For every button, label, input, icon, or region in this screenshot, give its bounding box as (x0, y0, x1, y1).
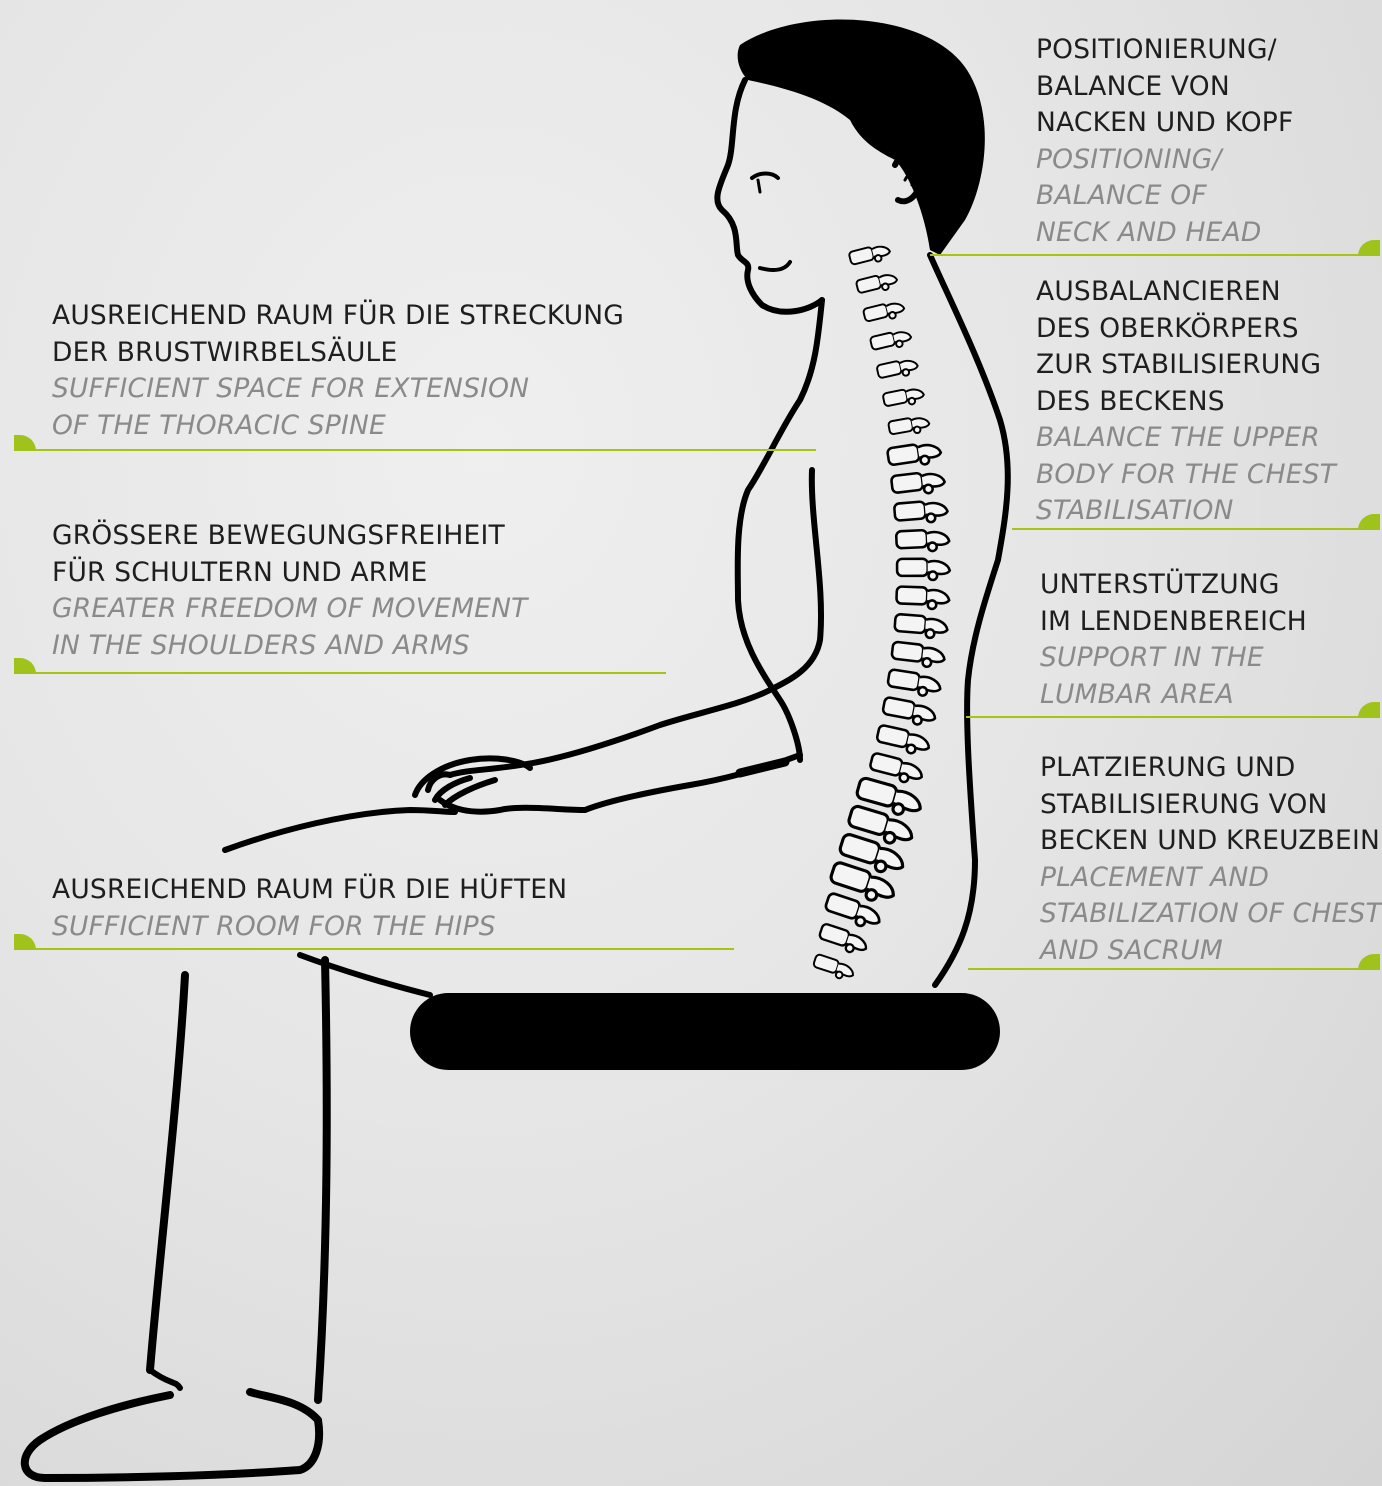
vertebra (883, 386, 926, 410)
callout-de-line: DER BRUSTWIRBELSÄULE (52, 335, 624, 372)
callout-de-line: AUSREICHEND RAUM FÜR DIE STRECKUNG (52, 298, 624, 335)
callout-de-line: DES OBERKÖRPERS (1036, 311, 1336, 348)
leader-line-lumbar (966, 716, 1370, 718)
callout-upper-body: AUSBALANCIEREN DES OBERKÖRPERS ZUR STABI… (1036, 274, 1336, 530)
callout-hips: AUSREICHEND RAUM FÜR DIE HÜFTEN SUFFICIE… (52, 872, 567, 945)
callout-de-line: BALANCE VON (1036, 69, 1293, 106)
callout-en-line: OF THE THORACIC SPINE (52, 408, 624, 445)
leader-line-shoulders (24, 672, 666, 674)
callout-en-line: AND SACRUM (1040, 933, 1382, 970)
callout-en-line: PLACEMENT AND (1040, 860, 1382, 897)
callout-en-line: GREATER FREEDOM OF MOVEMENT (52, 591, 528, 628)
callout-en-line: SUPPORT IN THE (1040, 640, 1307, 677)
callout-de-line: POSITIONIERUNG/ (1036, 32, 1293, 69)
leader-line-thoracic (24, 449, 816, 451)
callout-en-line: BODY FOR THE CHEST (1036, 457, 1336, 494)
callout-thoracic: AUSREICHEND RAUM FÜR DIE STRECKUNG DER B… (52, 298, 624, 444)
vertebra (876, 357, 919, 382)
leader-line-pelvis-sacrum (968, 968, 1370, 970)
callout-en-line: IN THE SHOULDERS AND ARMS (52, 628, 528, 665)
callout-de-line: AUSBALANCIEREN (1036, 274, 1336, 311)
callout-en-line: POSITIONING/ (1036, 142, 1293, 179)
callout-de-line: STABILISIERUNG VON (1040, 787, 1382, 824)
callout-lumbar: UNTERSTÜTZUNG IM LENDENBEREICH SUPPORT I… (1040, 567, 1307, 713)
vertebra (888, 415, 931, 438)
callout-en-line: BALANCE THE UPPER (1036, 420, 1336, 457)
vertebra (894, 500, 948, 525)
vertebra (891, 641, 946, 668)
callout-de-line: AUSREICHEND RAUM FÜR DIE HÜFTEN (52, 872, 567, 909)
vertebra (887, 669, 942, 698)
callout-en-line: LUMBAR AREA (1040, 677, 1307, 714)
leader-line-hips (24, 948, 734, 950)
callout-en-line: NECK AND HEAD (1036, 215, 1293, 252)
vertebra (875, 725, 931, 757)
vertebra (894, 614, 948, 639)
vertebra (817, 923, 869, 957)
callout-neck-head: POSITIONIERUNG/ BALANCE VON NACKEN UND K… (1036, 32, 1293, 251)
vertebra (887, 441, 942, 470)
callout-en-line: SUFFICIENT ROOM FOR THE HIPS (52, 909, 567, 946)
callout-en-line: SUFFICIENT SPACE FOR EXTENSION (52, 371, 624, 408)
vertebra (891, 470, 946, 497)
callout-pelvis-sacrum: PLATZIERUNG UND STABILISIERUNG VON BECKE… (1040, 750, 1382, 969)
vertebra (881, 697, 937, 728)
callout-de-line: NACKEN UND KOPF (1036, 105, 1293, 142)
vertebra (849, 243, 892, 269)
leader-line-neck-head (930, 254, 1370, 256)
leader-line-upper-body (1012, 528, 1370, 530)
callout-de-line: FÜR SCHULTERN UND ARME (52, 555, 528, 592)
callout-de-line: GRÖSSERE BEWEGUNGSFREIHEIT (52, 518, 528, 555)
callout-de-line: PLATZIERUNG UND (1040, 750, 1382, 787)
callout-de-line: DES BECKENS (1036, 384, 1336, 421)
callout-de-line: UNTERSTÜTZUNG (1040, 567, 1307, 604)
vertebra (897, 559, 950, 580)
vertebra (812, 954, 856, 982)
callout-de-line: ZUR STABILISIERUNG (1036, 347, 1336, 384)
vertebra (896, 529, 950, 553)
callout-en-line: BALANCE OF (1036, 178, 1293, 215)
callout-en-line: STABILIZATION OF CHEST (1040, 896, 1382, 933)
vertebra (863, 300, 906, 325)
callout-de-line: BECKEN UND KREUZBEIN (1040, 823, 1382, 860)
callout-shoulders: GRÖSSERE BEWEGUNGSFREIHEIT FÜR SCHULTERN… (52, 518, 528, 664)
vertebra (870, 328, 913, 353)
head-icon (717, 20, 984, 312)
vertebra (856, 271, 899, 297)
spine-icon (812, 243, 950, 983)
seat-cushion-icon (410, 993, 1000, 1070)
callout-en-line: STABILISATION (1036, 493, 1336, 530)
callout-de-line: IM LENDENBEREICH (1040, 604, 1307, 641)
vertebra (896, 586, 949, 609)
